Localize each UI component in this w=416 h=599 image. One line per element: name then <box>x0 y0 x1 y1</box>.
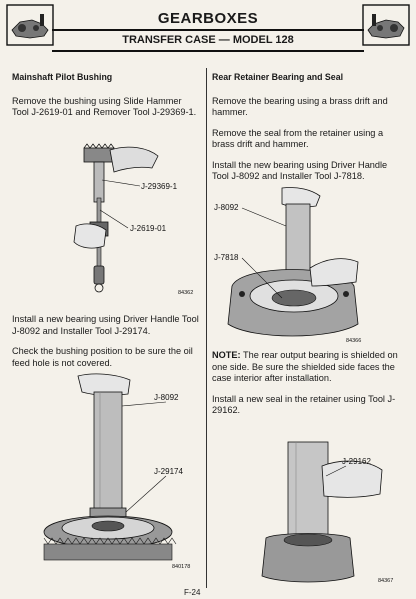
figure-number: 84366 <box>346 338 361 344</box>
title-rule <box>52 29 364 31</box>
figure-slide-hammer: J-29369-1 J-2619-01 84362 <box>73 143 193 296</box>
figure-seal-install: J-29162 84367 <box>261 441 393 584</box>
tool-label: J-2619-01 <box>130 224 167 233</box>
tool-label: J-29369-1 <box>141 182 178 191</box>
tool-label: J-29162 <box>342 457 371 466</box>
page-subtitle: TRANSFER CASE — MODEL 128 <box>122 34 294 46</box>
page-number: F-24 <box>184 588 201 597</box>
note-text: The rear output bearing is shielded on o… <box>212 350 398 383</box>
page-header: GEARBOXES TRANSFER CASE — MODEL 128 <box>0 0 416 58</box>
left-column-top: Mainshaft Pilot Bushing Remove the bushi… <box>12 72 200 128</box>
section-heading: Mainshaft Pilot Bushing <box>12 72 113 82</box>
instruction-paragraph: Remove the bushing using Slide Hammer To… <box>12 95 197 118</box>
right-column-middle: NOTE: The rear output bearing is shielde… <box>212 350 406 426</box>
page-title: GEARBOXES <box>157 10 259 27</box>
column-divider <box>206 68 207 588</box>
figure-number: 84367 <box>378 578 393 584</box>
figure-number: 84362 <box>178 290 193 296</box>
gearbox-icon <box>6 4 54 46</box>
instruction-paragraph: Install a new seal in the retainer using… <box>212 393 396 416</box>
instruction-paragraph: Remove the bearing using a brass drift a… <box>212 95 388 118</box>
tool-label: J-8092 <box>214 203 239 212</box>
instruction-paragraph: Check the bushing position to be sure th… <box>12 346 193 368</box>
section-heading: Rear Retainer Bearing and Seal <box>212 72 344 82</box>
subtitle-rule <box>52 50 364 52</box>
note-paragraph: NOTE: The rear output bearing is shielde… <box>212 350 406 385</box>
figure-bearing-install: J-8092 J-7818 84366 <box>214 187 361 344</box>
tool-label: J-8092 <box>154 393 179 402</box>
figure-driver-handle: J-8092 J-29174 840178 <box>43 373 190 570</box>
tool-label: J-7818 <box>214 253 239 262</box>
right-column-top: Rear Retainer Bearing and Seal Remove th… <box>212 72 406 192</box>
instruction-paragraph: Install the new bearing using Driver Han… <box>212 159 388 182</box>
instruction-paragraph: Remove the seal from the retainer using … <box>212 127 384 150</box>
instruction-paragraph: Install a new bearing using Driver Handl… <box>12 314 199 336</box>
tool-label: J-29174 <box>154 467 183 476</box>
gearbox-icon <box>362 4 410 46</box>
figure-number: 840178 <box>172 564 190 570</box>
note-label: NOTE: <box>212 350 241 360</box>
left-column-middle: Install a new bearing using Driver Handl… <box>12 314 200 378</box>
